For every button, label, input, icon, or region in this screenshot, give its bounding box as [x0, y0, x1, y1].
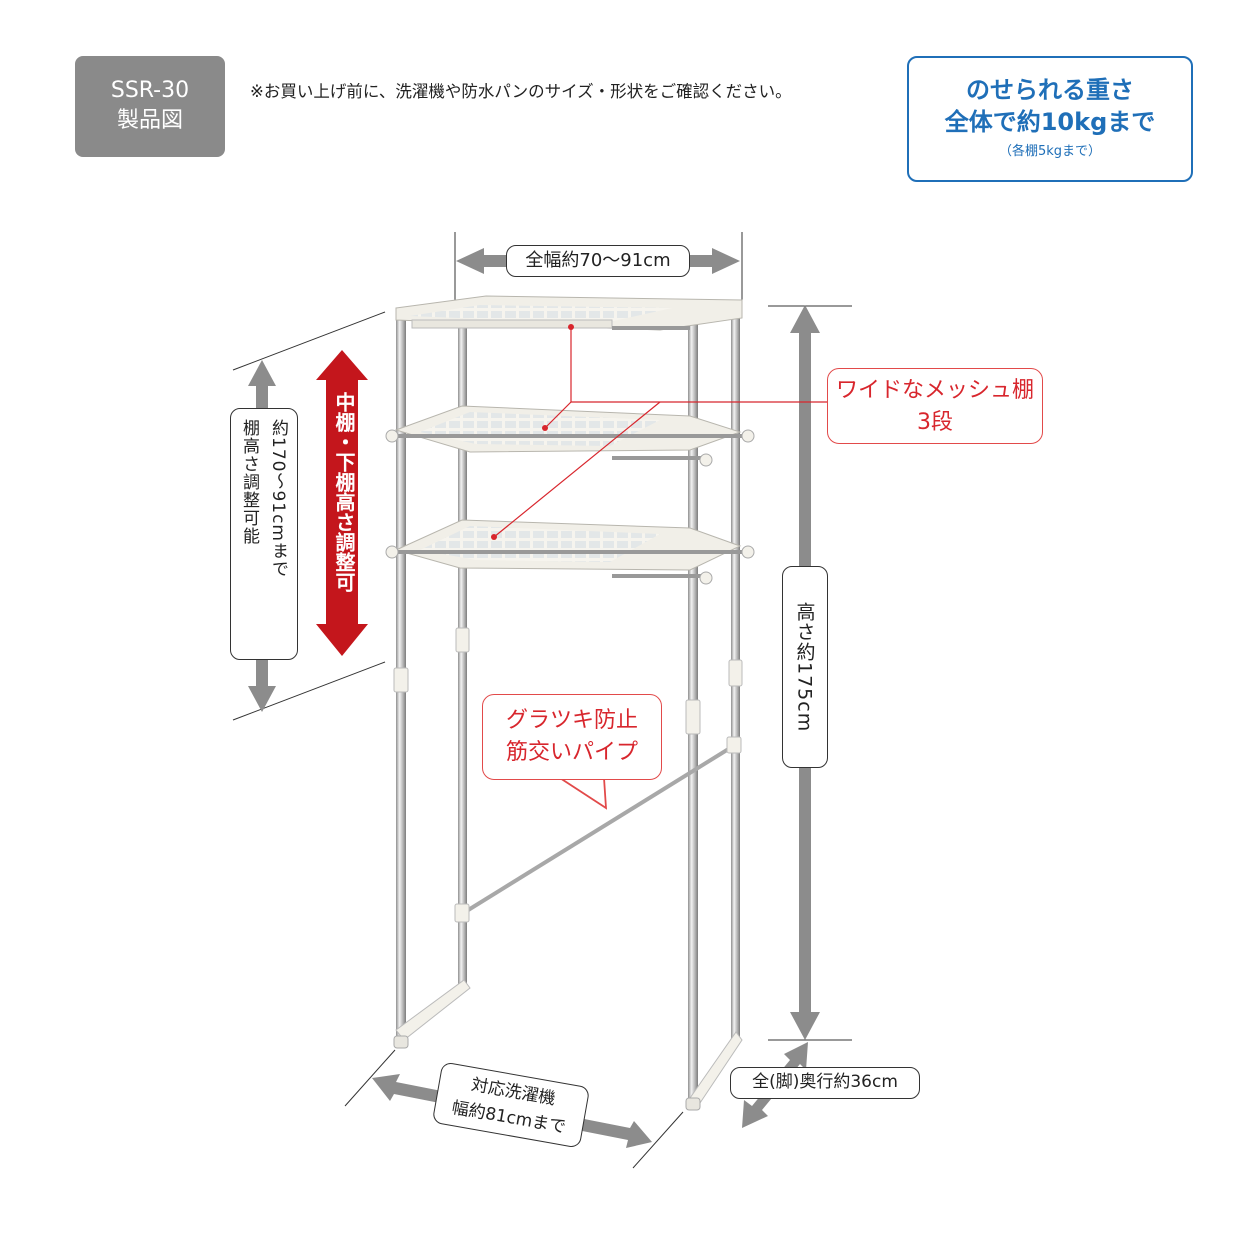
shelf-range-label-2: 棚高さ調整可能: [239, 419, 259, 545]
shelf-middle: [385, 405, 755, 467]
shelf-top: [395, 295, 743, 331]
rack-frame: [393, 318, 743, 1111]
weight-capacity-box: のせられる重さ 全体で約10kgまで （各棚5kgまで）: [907, 56, 1193, 182]
width-label: 全幅約70〜91cm: [506, 245, 690, 277]
adjustable-red-arrow: [316, 350, 368, 656]
shelf-bottom: [385, 519, 755, 585]
model-number: SSR-30: [110, 78, 190, 103]
mesh-shelf-callout: ワイドなメッシュ棚 3段: [827, 368, 1043, 444]
model-subtitle: 製品図: [116, 108, 183, 133]
cross-pipe-callout: グラツキ防止 筋交いパイプ: [482, 694, 662, 780]
height-label-box: 高さ約175cm: [782, 566, 828, 768]
red-arrow-label: 中棚・下棚高さ調整可: [332, 392, 356, 592]
pipe-callout-line2: 筋交いパイプ: [505, 740, 638, 765]
mesh-callout-line1: ワイドなメッシュ棚: [835, 378, 1034, 403]
mesh-callout-line2: 3段: [917, 410, 953, 435]
weight-line3: （各棚5kgまで）: [998, 144, 1102, 159]
weight-line1: のせられる重さ: [966, 76, 1134, 104]
height-label: 高さ約175cm: [793, 601, 816, 733]
pipe-callout-tail: [556, 777, 608, 810]
weight-line2: 全体で約10kgまで: [944, 108, 1156, 136]
mesh-leader-lines: [493, 327, 828, 538]
purchase-notice: ※お買い上げ前に、洗濯機や防水パンのサイズ・形状をご確認ください。: [250, 82, 792, 101]
shelf-range-box: 約170〜91cmまで 棚高さ調整可能: [230, 408, 298, 660]
guide-lines: [232, 232, 852, 1169]
shelf-range-label-1: 約170〜91cmまで: [268, 419, 288, 578]
depth-label: 全(脚)奥行約36cm: [730, 1067, 920, 1099]
model-badge: SSR-30 製品図: [75, 56, 225, 157]
pipe-callout-line1: グラツキ防止: [505, 708, 638, 733]
